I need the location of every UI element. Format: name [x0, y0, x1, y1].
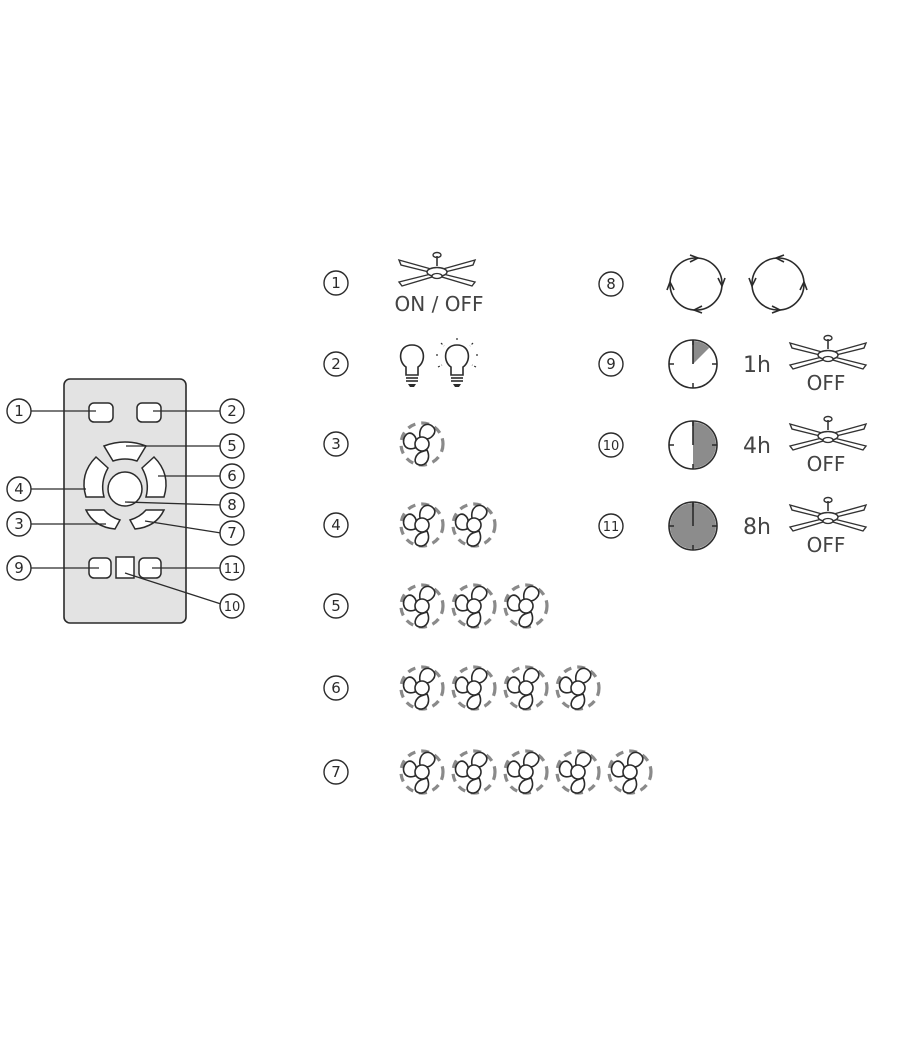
legend-row-7: 7 [323, 749, 653, 795]
callout-2: 2 [219, 398, 245, 424]
ceiling-fan-icon [789, 334, 867, 370]
off-label: OFF [807, 371, 846, 395]
timer-clock-icon [668, 501, 718, 551]
legend-row-3: 3 [323, 421, 445, 467]
callout-7-label: 7 [227, 524, 237, 542]
callout-6-label: 6 [227, 467, 237, 485]
callout-11-label: 11 [224, 562, 241, 577]
legend-num-7: 7 [331, 763, 341, 781]
legend-row-5: 5 [323, 583, 549, 629]
legend-num-3: 3 [331, 435, 341, 453]
legend-num-5: 5 [331, 597, 341, 615]
remote-button-1[interactable] [88, 402, 114, 423]
remote-button-6[interactable] [141, 455, 167, 498]
fan-speed-icon [399, 665, 445, 711]
callout-10: 10 [219, 593, 245, 619]
remote-button-7[interactable] [128, 509, 166, 530]
legend-num-1: 1 [331, 274, 341, 292]
timer-clock-icon [668, 339, 718, 389]
callout-4: 4 [6, 476, 32, 502]
fan-speed-icon [399, 502, 445, 548]
callout-lines [31, 410, 222, 605]
legend-row-6: 6 [323, 665, 601, 711]
fan-speed-icon [607, 749, 653, 795]
callout-1-label: 1 [14, 402, 24, 420]
legend-row-10: 10 4h OFF [598, 415, 867, 476]
callout-3: 3 [6, 511, 32, 537]
timer-fill [693, 341, 710, 364]
callout-9-label: 9 [14, 559, 24, 577]
rotation-counterclockwise-icon [748, 254, 808, 314]
callout-1: 1 [6, 398, 32, 424]
legend-row-1: 1 ON / OFF [323, 251, 484, 316]
timer-duration-label: 1h [743, 353, 771, 378]
remote-button-4[interactable] [83, 455, 109, 498]
remote-control: 1 2 5 6 4 8 3 7 9 11 10 [6, 378, 245, 624]
light-bulb-on-icon [436, 338, 478, 388]
callout-8: 8 [219, 492, 245, 518]
remote-button-2[interactable] [136, 402, 162, 423]
rotation-clockwise-icon [666, 254, 726, 314]
fan-speed-icon [503, 665, 549, 711]
callout-5: 5 [219, 433, 245, 459]
remote-button-3[interactable] [84, 509, 122, 530]
timer-duration-label: 4h [743, 434, 771, 459]
legend-num-9: 9 [606, 355, 616, 373]
legend-num-10: 10 [603, 439, 620, 454]
callout-10-label: 10 [224, 600, 241, 615]
fan-speed-icon [555, 749, 601, 795]
remote-button-5[interactable] [102, 441, 148, 462]
callout-9: 9 [6, 555, 32, 581]
timer-clock-icon [668, 420, 718, 470]
fan-speed-icon [503, 583, 549, 629]
fan-speed-icon [451, 583, 497, 629]
fan-speed-icon [451, 502, 497, 548]
legend-num-11: 11 [603, 520, 620, 535]
callout-11: 11 [219, 555, 245, 581]
legend-row-4: 4 [323, 502, 497, 548]
legend-num-8: 8 [606, 275, 616, 293]
on-off-label: ON / OFF [395, 292, 484, 316]
legend-row-2: 2 [323, 338, 478, 388]
off-label: OFF [807, 533, 846, 557]
ceiling-fan-icon [398, 251, 476, 287]
remote-button-8[interactable] [107, 471, 143, 507]
fan-speed-icon [399, 583, 445, 629]
fan-speed-icon [555, 665, 601, 711]
legend-num-2: 2 [331, 355, 341, 373]
fan-speed-icon [451, 665, 497, 711]
light-bulb-off-icon [399, 344, 425, 388]
callout-4-label: 4 [14, 480, 24, 498]
remote-button-10[interactable] [115, 556, 135, 579]
fan-speed-icon [503, 749, 549, 795]
legend-num-4: 4 [331, 516, 341, 534]
fan-speed-icon [399, 749, 445, 795]
callout-5-label: 5 [227, 437, 237, 455]
off-label: OFF [807, 452, 846, 476]
callout-8-label: 8 [227, 496, 237, 514]
legend-row-8: 8 [598, 254, 808, 314]
ceiling-fan-icon [789, 415, 867, 451]
fan-speed-icon [399, 421, 445, 467]
legend-row-11: 11 8h OFF [598, 496, 867, 557]
ceiling-fan-icon [789, 496, 867, 532]
timer-duration-label: 8h [743, 515, 771, 540]
callout-2-label: 2 [227, 402, 237, 420]
legend-num-6: 6 [331, 679, 341, 697]
fan-speed-icon [451, 749, 497, 795]
callout-3-label: 3 [14, 515, 24, 533]
timer-fill [693, 422, 716, 468]
callout-7: 7 [219, 520, 245, 546]
legend-row-9: 9 1h OFF [598, 334, 867, 395]
callout-6: 6 [219, 463, 245, 489]
